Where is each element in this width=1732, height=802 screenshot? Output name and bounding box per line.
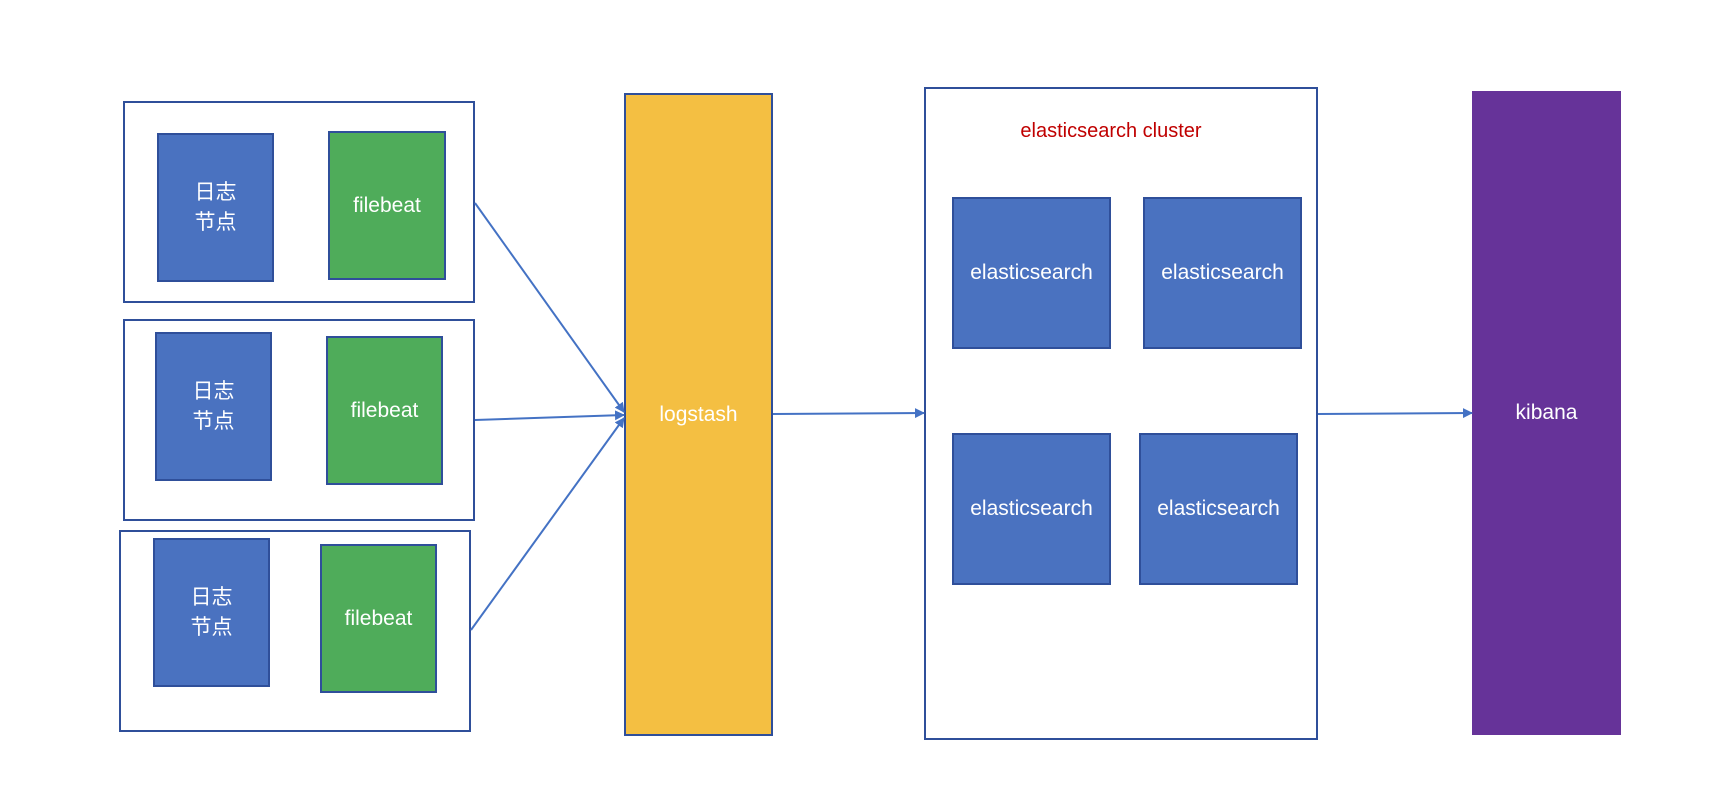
elasticsearch-cluster-container — [924, 87, 1318, 740]
filebeat-2-to-logstash-arrow — [474, 410, 625, 421]
log-node-box-3: 日志 节点 — [153, 538, 270, 687]
filebeat-1-to-logstash-arrow — [474, 202, 625, 413]
cluster-title: elasticsearch cluster — [1020, 120, 1202, 142]
filebeat-3-to-logstash-arrow — [470, 417, 625, 631]
log-node-box-1: 日志 节点 — [157, 133, 274, 282]
kibana-box: kibana — [1472, 91, 1621, 735]
filebeat-box-3: filebeat — [320, 544, 437, 693]
elasticsearch-node-4: elasticsearch — [1139, 433, 1298, 585]
elasticsearch-node-1: elasticsearch — [952, 197, 1111, 349]
elasticsearch-node-2: elasticsearch — [1143, 197, 1302, 349]
filebeat-box-1: filebeat — [328, 131, 446, 280]
log-node-box-2: 日志 节点 — [155, 332, 272, 481]
cluster-to-kibana-arrow — [1317, 408, 1473, 419]
logstash-box: logstash — [624, 93, 773, 736]
filebeat-box-2: filebeat — [326, 336, 443, 485]
elasticsearch-node-3: elasticsearch — [952, 433, 1111, 585]
logstash-to-cluster-arrow — [772, 408, 925, 419]
